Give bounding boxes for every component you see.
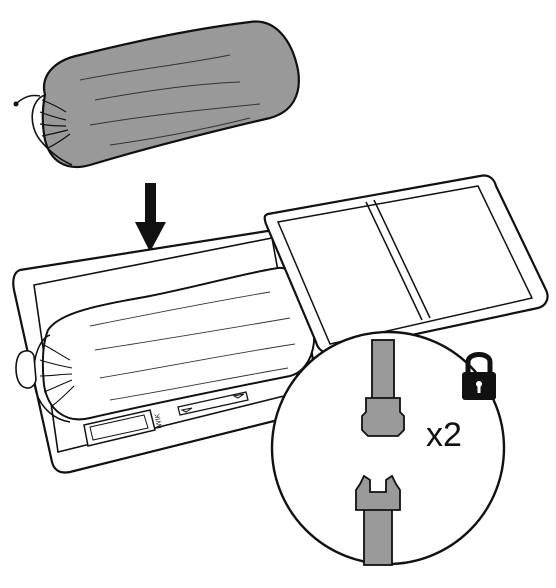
female-buckle-icon bbox=[355, 474, 401, 511]
stuff-sack bbox=[13, 20, 300, 169]
lock-icon bbox=[462, 352, 496, 400]
quantity-label: x2 bbox=[426, 416, 462, 454]
tray-label-text: IWIK bbox=[154, 413, 164, 429]
bottom-strap bbox=[363, 504, 393, 566]
tray-side-cap bbox=[15, 350, 37, 389]
tray-lid bbox=[263, 174, 549, 354]
packed-bag bbox=[32, 266, 316, 423]
top-strap bbox=[371, 339, 395, 401]
buckle-icon bbox=[361, 397, 405, 437]
buckle-detail-callout: x2 bbox=[270, 330, 506, 566]
tray-handle-slot bbox=[177, 391, 249, 416]
down-arrow-icon bbox=[135, 183, 166, 252]
